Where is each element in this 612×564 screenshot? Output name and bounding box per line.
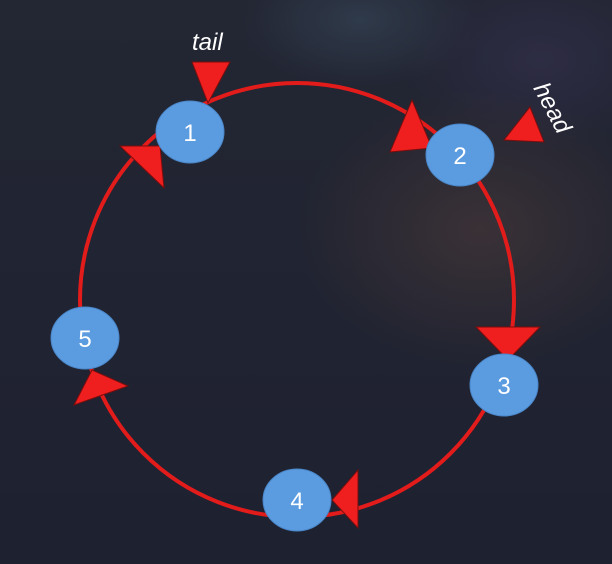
node-3-label: 3 [497, 373, 510, 400]
head-pointer-arrow [503, 106, 545, 143]
arrow-3-to-4 [331, 468, 359, 530]
arrow-4-to-5 [72, 369, 130, 406]
tail-pointer-arrow [191, 61, 231, 105]
node-5-label: 5 [78, 326, 91, 353]
node-2-label: 2 [453, 143, 466, 170]
node-1-label: 1 [183, 120, 196, 147]
tail-label: tail [192, 29, 223, 56]
arrow-2-to-3 [474, 326, 542, 361]
node-2-circle [425, 123, 495, 187]
node-2: 2 [425, 123, 495, 187]
node-4-label: 4 [290, 488, 303, 515]
node-4: 4 [262, 468, 332, 532]
node-3: 3 [469, 353, 539, 417]
arrow-1-to-2 [389, 98, 433, 153]
node-1-circle [155, 100, 225, 164]
node-5-circle [50, 306, 120, 370]
node-5: 5 [50, 306, 120, 370]
node-1: 1 [155, 100, 225, 164]
node-4-circle [262, 468, 332, 532]
node-3-circle [469, 353, 539, 417]
arrow-5-to-1 [118, 145, 165, 190]
